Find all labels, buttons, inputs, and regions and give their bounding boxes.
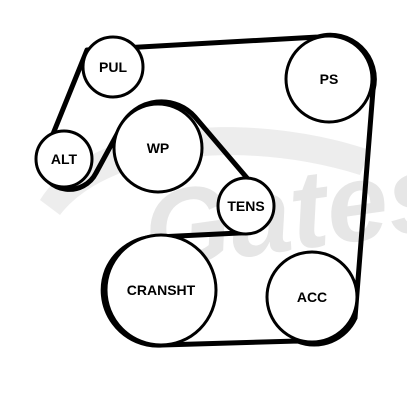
pulley-tens-circle <box>216 176 276 236</box>
pulley-cransht-circle <box>104 233 218 347</box>
pulley-tens-label: TENS <box>227 198 264 214</box>
pulley-tens: TENS <box>216 176 276 236</box>
pulley-wp: WP <box>112 102 204 194</box>
pulley-alt: ALT <box>34 129 94 189</box>
pulley-cransht: CRANSHT <box>104 233 218 347</box>
pulley-pul: PUL <box>81 35 145 99</box>
pulley-acc-circle <box>265 250 359 344</box>
pulley-acc-label: ACC <box>297 289 327 305</box>
pulley-ps: PS <box>284 34 374 124</box>
pulley-alt-circle <box>34 129 94 189</box>
pulley-ps-label: PS <box>320 71 339 87</box>
pulley-wp-circle <box>112 102 204 194</box>
pulley-acc: ACC <box>265 250 359 344</box>
pulley-cransht-label: CRANSHT <box>127 282 196 298</box>
pulley-pul-label: PUL <box>99 59 127 75</box>
pulley-alt-label: ALT <box>51 151 78 167</box>
pulley-wp-label: WP <box>147 140 170 156</box>
pulley-pul-circle <box>81 35 145 99</box>
pulley-ps-circle <box>284 34 374 124</box>
